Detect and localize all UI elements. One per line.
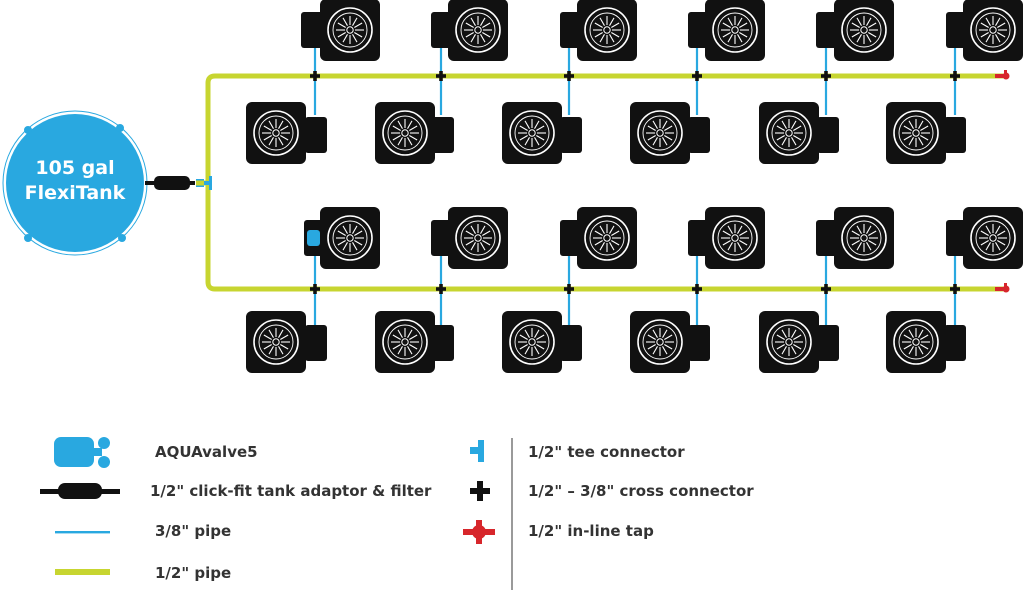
pot — [501, 310, 582, 374]
pot — [560, 206, 638, 270]
legend-label-half-inch-pipe: 1/2" pipe — [155, 564, 232, 582]
tank-handle — [24, 126, 32, 134]
pot — [885, 101, 966, 165]
legend-label-aquavalve: AQUAvalve5 — [155, 443, 258, 461]
pot — [629, 101, 710, 165]
pot — [946, 0, 1024, 62]
tank-handle — [116, 124, 124, 132]
pot — [560, 0, 638, 62]
aquavalve-icon — [54, 437, 110, 468]
pot — [374, 310, 454, 374]
legend-label-three-eighths-pipe: 3/8" pipe — [155, 522, 232, 540]
tank-label-line2: FlexiTank — [25, 182, 126, 204]
tank-handle — [24, 234, 32, 242]
flexitank: 105 gal FlexiTank — [2, 110, 148, 256]
pot — [501, 101, 582, 165]
pot — [758, 101, 839, 165]
pot-row-2 — [245, 101, 966, 165]
pot — [245, 101, 327, 165]
inline-tap — [995, 70, 1010, 80]
legend-divider — [511, 438, 513, 590]
pot-row-3 — [304, 206, 1024, 270]
legend-label-tee-connector: 1/2" tee connector — [528, 443, 685, 461]
pot — [816, 206, 895, 270]
legend-label-cross-connector: 1/2" – 3/8" cross connector — [528, 482, 754, 500]
pot — [629, 310, 710, 374]
inline-tap — [995, 283, 1010, 293]
pot-row-4 — [245, 310, 966, 374]
inline-tap-icon — [463, 520, 495, 544]
pot — [245, 310, 327, 374]
tee-connector-icon — [470, 440, 484, 462]
pot — [816, 0, 895, 62]
pot — [688, 206, 766, 270]
aquavalve — [304, 206, 381, 270]
pot — [688, 0, 766, 62]
half-inch-pipe-icon — [55, 569, 110, 575]
pot-row-1 — [301, 0, 1024, 62]
pot — [301, 0, 381, 62]
tank-handle — [118, 234, 126, 242]
tee-connector — [204, 176, 212, 190]
cross-connector-icon — [470, 481, 490, 501]
pot — [946, 206, 1024, 270]
three-eighths-pipe-icon — [55, 531, 110, 534]
tank-label-line1: 105 gal — [35, 157, 114, 179]
pot — [374, 101, 454, 165]
pot — [431, 206, 509, 270]
legend-label-inline-tap: 1/2" in-line tap — [528, 522, 654, 540]
three-eighths-pipe-network — [313, 36, 957, 329]
tank-adaptor-filter — [145, 176, 204, 190]
pot — [885, 310, 966, 374]
pot — [431, 0, 509, 62]
tank-adaptor-filter-icon — [40, 483, 120, 499]
legend-label-tank-adaptor: 1/2" click-fit tank adaptor & filter — [150, 482, 432, 500]
inline-taps — [995, 70, 1010, 293]
pot — [758, 310, 839, 374]
